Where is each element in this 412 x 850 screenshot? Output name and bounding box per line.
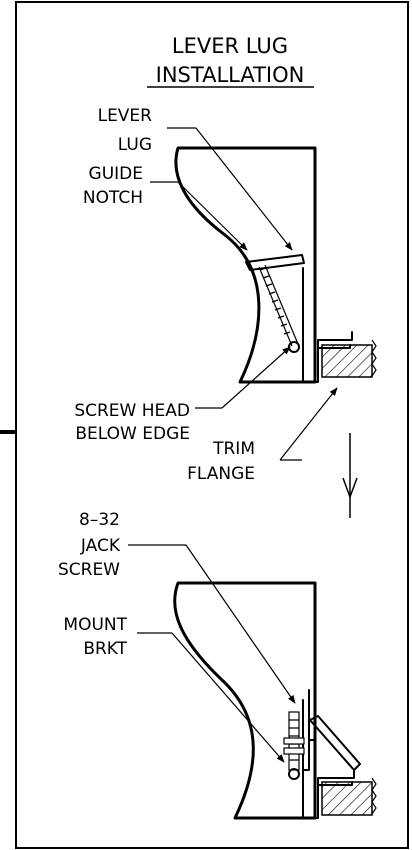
label-screw-head-2: BELOW EDGE <box>75 424 190 444</box>
label-lever-lug-1: LEVER <box>98 106 153 126</box>
label-jack-screw-2: JACK <box>80 536 121 556</box>
label-guide-notch-2: NOTCH <box>83 188 143 208</box>
leader-mount-brkt <box>137 632 285 763</box>
bottom-jack-screw <box>283 711 305 780</box>
title-line-2: INSTALLATION <box>156 63 305 87</box>
bottom-fixture <box>173 581 377 820</box>
leader-jack-screw <box>128 544 296 704</box>
leader-lever-lug <box>167 127 293 251</box>
leader-screw-head <box>195 346 291 409</box>
label-jack-screw-1: 8–32 <box>79 510 120 530</box>
label-jack-screw-3: SCREW <box>58 560 120 580</box>
top-jack-screw <box>258 264 300 353</box>
leader-guide-notch <box>150 181 248 251</box>
down-arrow <box>342 433 358 518</box>
label-lever-lug-2: LUG <box>118 135 152 155</box>
leader-trim-flange <box>279 387 338 461</box>
label-trim-flange-1: TRIM <box>212 439 255 459</box>
label-mount-brkt-2: BRKT <box>83 639 127 659</box>
top-fixture <box>174 146 377 384</box>
label-mount-brkt-1: MOUNT <box>63 615 127 635</box>
label-screw-head-1: SCREW HEAD <box>74 401 190 421</box>
title-line-1: LEVER LUG <box>172 34 288 58</box>
label-guide-notch-1: GUIDE <box>89 164 143 184</box>
drawing-border <box>15 1 409 849</box>
label-trim-flange-2: FLANGE <box>187 464 255 484</box>
